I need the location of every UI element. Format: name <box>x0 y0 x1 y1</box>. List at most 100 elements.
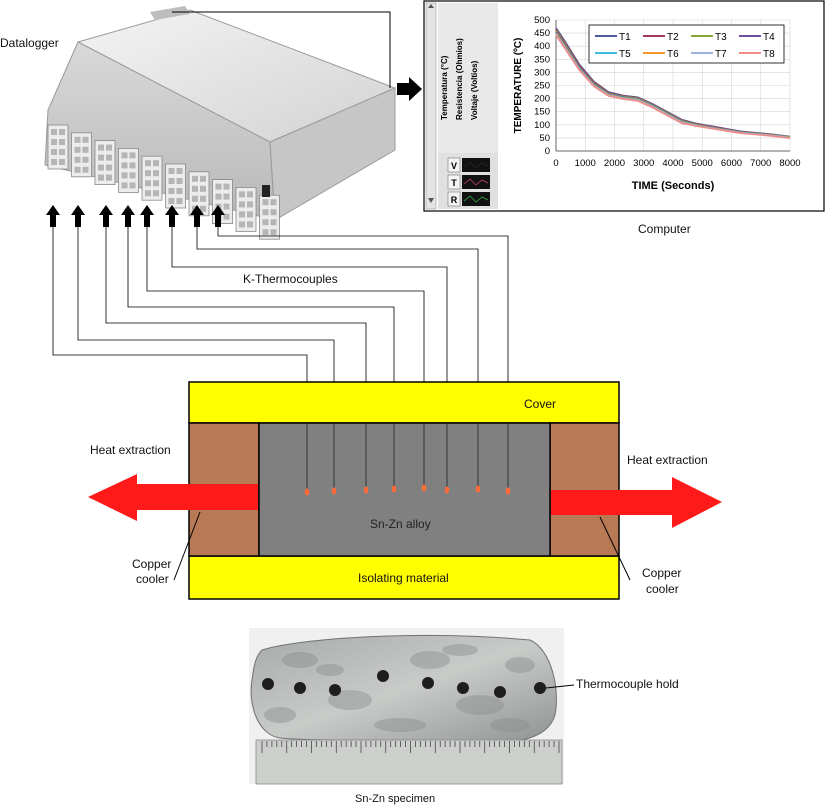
terminal-screw <box>168 188 175 194</box>
x-tick-label: 7000 <box>750 158 771 169</box>
datalogger-label: Datalogger <box>0 36 59 50</box>
ruler <box>255 739 563 785</box>
mold-schematic <box>88 381 722 600</box>
terminal-screw <box>51 149 57 155</box>
thermocouples-label: K-Thermocouples <box>243 272 338 286</box>
channel-preview <box>462 158 490 172</box>
channel-buttons: VTR <box>447 157 490 207</box>
terminal-screw <box>129 172 136 179</box>
terminal-screw <box>153 170 159 177</box>
terminal-screw <box>223 203 230 210</box>
terminal-screw <box>129 182 136 189</box>
terminal-screw <box>129 162 136 169</box>
terminal-screw <box>215 193 222 200</box>
probe-tip <box>505 487 511 495</box>
terminal-screw <box>270 209 277 216</box>
x-tick-label: 1000 <box>575 158 596 169</box>
isolating-material-label: Isolating material <box>358 571 449 585</box>
channel-button <box>447 157 461 173</box>
terminal-screw <box>176 188 183 194</box>
series-line-t8 <box>555 34 791 139</box>
terminal-screw <box>82 166 89 173</box>
terminal-screw <box>168 168 175 174</box>
terminal-screw <box>98 164 104 171</box>
terminal-screw <box>82 146 89 153</box>
specimen-texture <box>264 644 535 732</box>
terminal-screw <box>129 152 136 159</box>
x-tick-label: 6000 <box>721 158 742 169</box>
y-tick-label: 200 <box>534 94 550 105</box>
terminal-block <box>141 155 163 201</box>
terminal-screw <box>51 139 57 145</box>
thermocouple-up-arrow <box>46 205 60 227</box>
copper-cooler-left-label-line1: Copper <box>132 557 172 571</box>
channel-preview <box>462 175 490 189</box>
terminal-screw <box>270 199 277 206</box>
thermocouple-hole <box>262 678 274 690</box>
terminal-screw <box>106 154 112 161</box>
copper-cooler-right-label-line2: cooler <box>646 582 679 596</box>
y-tick-label: 100 <box>534 120 550 131</box>
terminal-screw <box>262 199 269 206</box>
terminal-screw <box>153 190 159 197</box>
power-switch <box>262 185 270 197</box>
terminal-screw <box>74 146 81 153</box>
channel-button-label: T <box>451 178 457 188</box>
terminal-screw <box>247 201 253 208</box>
probe-tip <box>363 486 369 494</box>
software-side-label-temperature: Temperatura (°C) <box>440 55 449 120</box>
heat-extraction-arrow-right <box>551 477 722 528</box>
y-tick-label: 450 <box>534 28 550 39</box>
thermocouple-hole <box>294 682 306 694</box>
terminal-screw <box>192 195 198 202</box>
terminal-screw <box>153 160 159 167</box>
channel-button-label: V <box>451 161 457 171</box>
legend-label: T3 <box>715 32 727 43</box>
thermocouple-hole <box>377 670 389 682</box>
terminal-block <box>235 186 257 232</box>
thermocouple-hole <box>329 684 341 696</box>
thermocouple-wire <box>146 220 425 470</box>
terminal-screw <box>106 164 112 171</box>
terminal-screw <box>200 195 206 202</box>
x-tick-label: 4000 <box>662 158 683 169</box>
copper-cooler-left-leader <box>173 511 201 581</box>
cover-block <box>188 381 620 424</box>
channel-preview-trace <box>463 195 489 203</box>
terminal-screw <box>106 174 112 181</box>
probe-tip <box>444 486 450 494</box>
legend-label: T5 <box>619 49 631 60</box>
terminal-screw <box>247 191 253 198</box>
datalogger-device <box>44 6 397 240</box>
terminal-screw <box>215 183 222 190</box>
probe-tip <box>475 485 481 493</box>
legend-box <box>588 24 785 64</box>
thermocouple-hole <box>494 686 506 698</box>
terminal-screw <box>200 205 206 212</box>
thermocouple-up-arrow <box>99 205 113 227</box>
x-tick-label: 0 <box>553 158 558 169</box>
legend-label: T6 <box>667 49 679 60</box>
terminal-screw <box>176 178 183 184</box>
thermocouple-holes <box>262 670 546 698</box>
terminal-screw <box>168 198 175 204</box>
thermocouple-wire <box>196 220 479 470</box>
terminal-screw <box>239 201 245 208</box>
terminal-screw <box>270 229 277 236</box>
thermocouple-up-arrow <box>211 205 225 227</box>
thermocouple-up-arrow <box>190 205 204 227</box>
thermocouple-wire <box>217 220 509 470</box>
terminal-screw <box>223 213 230 220</box>
thermocouple-up-arrow <box>140 205 154 227</box>
terminal-screw <box>82 156 89 163</box>
y-tick-label: 350 <box>534 54 550 65</box>
terminal-screw <box>74 136 81 143</box>
thermocouple-up-arrow <box>165 205 179 227</box>
terminal-screw <box>247 221 253 228</box>
legend-label: T2 <box>667 32 679 43</box>
legend-label: T4 <box>763 32 775 43</box>
terminal-block <box>118 147 139 193</box>
terminal-screw <box>176 198 183 204</box>
